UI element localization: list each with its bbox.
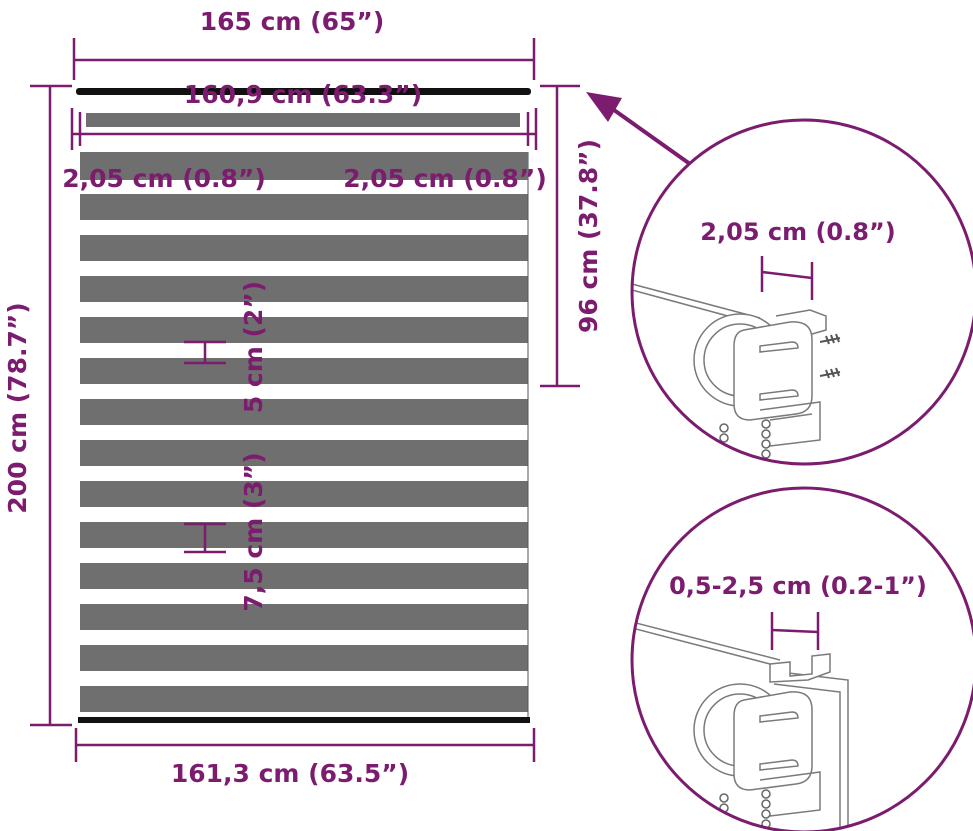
- label-detail-bottom: 0,5-2,5 cm (0.2-1”): [669, 572, 927, 600]
- arrow-icon: [586, 92, 692, 166]
- fabric-stripe: [80, 358, 528, 384]
- fabric-stripe: [80, 399, 528, 425]
- fabric-stripe: [80, 686, 528, 712]
- blind-fabric: [80, 152, 529, 720]
- label-rail-height: 96 cm (37.8”): [574, 139, 603, 333]
- dimension-lines: [30, 38, 580, 762]
- dimension-labels: 165 cm (65”) 160,9 cm (63.3”) 2,05 cm (0…: [3, 7, 603, 788]
- stripe-marker-small: [184, 340, 226, 365]
- label-left-offset: 2,05 cm (0.8”): [62, 164, 266, 193]
- fabric-stripes: [80, 194, 528, 712]
- fabric-stripe: [80, 235, 528, 261]
- fabric-stripe: [80, 522, 528, 548]
- label-detail-top: 2,05 cm (0.8”): [700, 218, 895, 246]
- fabric-stripe: [80, 194, 528, 220]
- top-stripe: [80, 152, 528, 180]
- stripe-marker-large: [184, 522, 226, 554]
- fabric-stripe: [80, 604, 528, 630]
- circle-border: [630, 118, 973, 466]
- label-total-width: 165 cm (65”): [200, 7, 385, 36]
- fabric-stripe: [80, 276, 528, 302]
- circle-border: [630, 486, 973, 831]
- fabric-stripe: [80, 440, 528, 466]
- fabric-stripe: [80, 563, 528, 589]
- cassette-cover: [86, 113, 520, 127]
- bracket-illustration-top: [632, 283, 827, 447]
- bottom-rail: [78, 717, 530, 723]
- top-rail-bar: [76, 88, 531, 95]
- fabric-stripe: [80, 317, 528, 343]
- detail-circle-top: 2,05 cm (0.8”): [630, 118, 973, 466]
- detail-dim-top: [760, 256, 814, 300]
- fabric-stripe: [80, 645, 528, 671]
- bracket-illustration-bottom: [632, 621, 849, 831]
- label-stripe-large: 7,5 cm (3”): [239, 452, 268, 611]
- label-rail-width: 160,9 cm (63.3”): [184, 80, 422, 109]
- label-right-offset: 2,05 cm (0.8”): [343, 164, 547, 193]
- label-total-height: 200 cm (78.7”): [3, 302, 32, 513]
- screw-icon: [819, 333, 841, 379]
- label-stripe-small: 5 cm (2”): [239, 281, 268, 413]
- label-bottom-width: 161,3 cm (63.5”): [171, 759, 409, 788]
- fabric-stripe: [80, 481, 528, 507]
- detail-circle-bottom: 0,5-2,5 cm (0.2-1”): [630, 486, 973, 831]
- detail-dim-bottom: [770, 612, 820, 650]
- head-rail: [76, 88, 531, 180]
